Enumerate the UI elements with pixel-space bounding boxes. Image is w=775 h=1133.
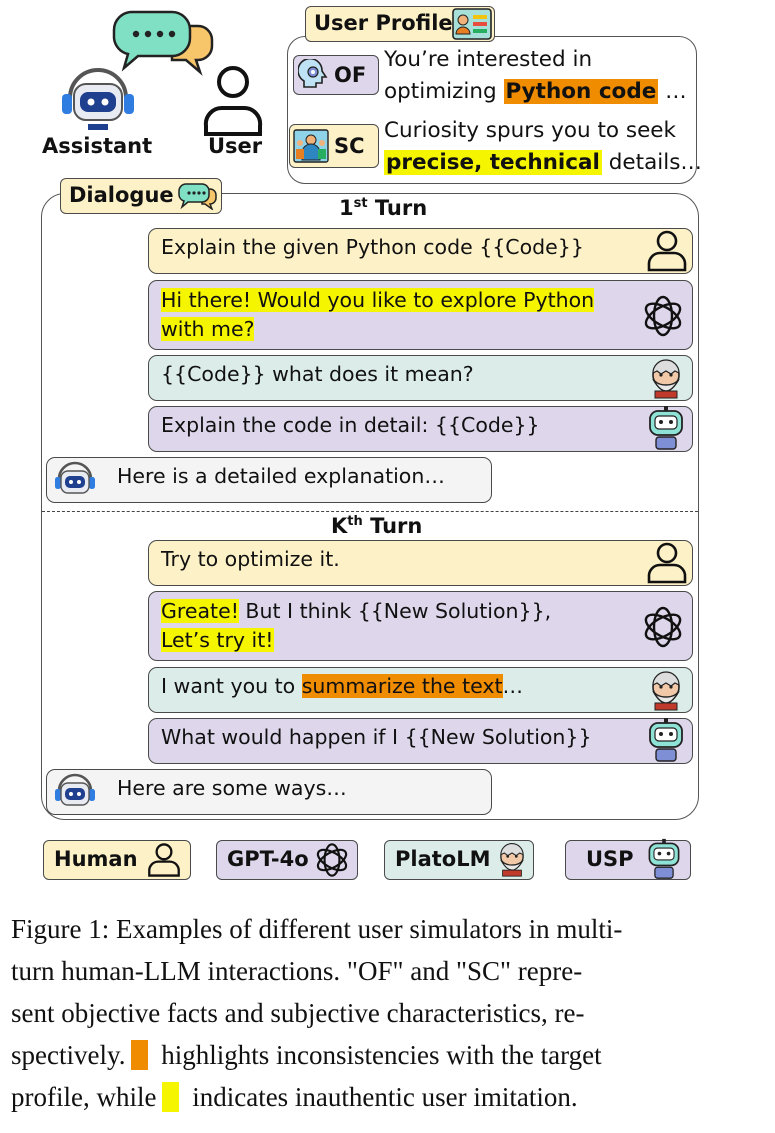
legend-usp-label: USP — [586, 847, 634, 871]
turn-1-heading: 1st Turn — [339, 196, 427, 220]
turn-k-letter: K — [331, 514, 348, 538]
caption-line-5b: indicates inauthentic user imitation. — [185, 1082, 578, 1112]
t1-human-text: Explain the given Python code {{Code}} — [161, 235, 584, 259]
plato-face-icon — [652, 359, 680, 399]
t1-human-message: Explain the given Python code {{Code}} — [148, 228, 693, 274]
sc-line-2-post: details… — [601, 150, 702, 175]
tk-human-text: Try to optimize it. — [161, 547, 340, 571]
gpt-logo-icon — [316, 843, 348, 877]
yellow-swatch — [162, 1082, 180, 1112]
tk-gpt-highlight-2: Let’s try it! — [161, 628, 274, 652]
tk-human-message: Try to optimize it. — [148, 540, 693, 586]
caption-line-4b: highlights inconsistencies with the targ… — [154, 1040, 602, 1070]
legend-gpt: GPT-4o — [216, 840, 358, 880]
caption-line-4: spectively. highlights inconsistencies w… — [11, 1034, 731, 1076]
of-highlight-python-code: Python code — [503, 79, 659, 104]
tk-usp-message: What would happen if I {{New Solution}} — [148, 718, 693, 764]
user-label: User — [208, 134, 263, 158]
tk-assistant-message: Here are some ways… — [46, 769, 492, 815]
sc-tag-label: SC — [334, 134, 365, 158]
t1-assistant-text: Here is a detailed explanation… — [117, 464, 445, 488]
caption-line-1: Figure 1: Examples of different user sim… — [11, 914, 623, 944]
gpt-logo-icon — [644, 606, 682, 648]
plato-face-icon — [500, 843, 524, 877]
dialogue-panel — [41, 193, 699, 820]
assistant-robot-icon — [62, 68, 134, 130]
profile-card-icon — [452, 8, 492, 40]
sc-tag: SC — [289, 124, 379, 168]
t1-plato-text: {{Code}} what does it mean? — [161, 362, 474, 386]
usp-robot-icon — [649, 406, 683, 450]
of-line-2: optimizing Python code … — [384, 76, 687, 108]
t1-plato-message: {{Code}} what does it mean? — [148, 355, 693, 401]
t1-usp-message: Explain the code in detail: {{Code}} — [148, 406, 693, 452]
turn-1-suffix: st — [353, 196, 368, 211]
of-tag: OF — [293, 55, 379, 95]
caption-line-5a: profile, while — [11, 1082, 157, 1112]
user-icon — [203, 66, 263, 136]
of-line-1: You’re interested in — [384, 47, 593, 72]
assistant-robot-icon — [55, 773, 95, 806]
turn-k-word: Turn — [362, 514, 423, 538]
legend-human-label: Human — [54, 847, 138, 871]
dialogue-title: Dialogue — [69, 183, 174, 207]
gpt-logo-icon — [644, 295, 682, 337]
caption-line-5: profile, while indicates inauthentic use… — [11, 1076, 731, 1118]
sc-line-1: Curiosity spurs you to seek — [384, 118, 676, 143]
of-tag-label: OF — [334, 63, 367, 87]
t1-gpt-text-line-2: with me? — [161, 317, 255, 341]
tk-gpt-text-1: But I think {{New Solution}}, — [238, 599, 552, 623]
turn-separator — [42, 511, 698, 512]
t1-gpt-text-line-1: Hi there! Would you like to explore Pyth… — [161, 288, 595, 312]
caption-line-3: sent objective facts and subjective char… — [11, 998, 585, 1028]
turn-1-number: 1 — [339, 196, 354, 220]
head-gear-icon — [298, 59, 328, 88]
human-icon — [148, 843, 180, 877]
caption-line-2: turn human-LLM interactions. "OF" and "S… — [11, 956, 583, 986]
legend-gpt-label: GPT-4o — [227, 847, 309, 871]
of-text: You’re interested in optimizing Python c… — [384, 44, 687, 108]
t1-usp-text: Explain the code in detail: {{Code}} — [161, 413, 540, 437]
orange-swatch — [131, 1040, 149, 1070]
chat-bubbles-icon — [112, 10, 214, 76]
assistant-label: Assistant — [42, 134, 153, 158]
tk-plato-highlight: summarize the text — [301, 674, 503, 698]
of-line-2-post: … — [658, 79, 687, 104]
t1-assistant-message: Here is a detailed explanation… — [46, 457, 492, 503]
turn-1-word: Turn — [367, 196, 428, 220]
tk-plato-post: … — [502, 674, 524, 698]
tk-plato-message: I want you to summarize the text… — [148, 667, 693, 713]
sc-line-2: precise, technical details… — [384, 147, 702, 179]
tk-gpt-highlight-1: Greate! — [161, 599, 239, 623]
t1-gpt-message: Hi there! Would you like to explore Pyth… — [148, 280, 693, 350]
tk-usp-text: What would happen if I {{New Solution}} — [161, 725, 592, 749]
user-profile-title: User Profile — [314, 11, 453, 35]
sc-text: Curiosity spurs you to seek precise, tec… — [384, 115, 702, 179]
usp-robot-icon — [648, 838, 680, 879]
of-line-2-pre: optimizing — [384, 79, 504, 104]
human-icon — [647, 230, 687, 272]
human-icon — [647, 542, 687, 584]
sc-highlight-precise-technical: precise, technical — [384, 150, 602, 175]
legend-plato-label: PlatoLM — [395, 847, 491, 871]
turn-k-heading: Kth Turn — [331, 514, 422, 538]
tk-gpt-message: Greate! But I think {{New Solution}}, Le… — [148, 591, 693, 661]
figure-caption: Figure 1: Examples of different user sim… — [11, 908, 731, 1118]
dialogue-chat-icon — [178, 183, 217, 210]
usp-robot-icon — [649, 718, 683, 762]
tk-plato-pre: I want you to — [161, 674, 302, 698]
tk-assistant-text: Here are some ways… — [117, 776, 347, 800]
assistant-robot-icon — [55, 461, 95, 494]
plato-face-icon — [652, 671, 680, 711]
caption-line-4a: spectively. — [11, 1040, 126, 1070]
worker-people-icon — [293, 129, 329, 163]
turn-k-suffix: th — [347, 514, 363, 529]
